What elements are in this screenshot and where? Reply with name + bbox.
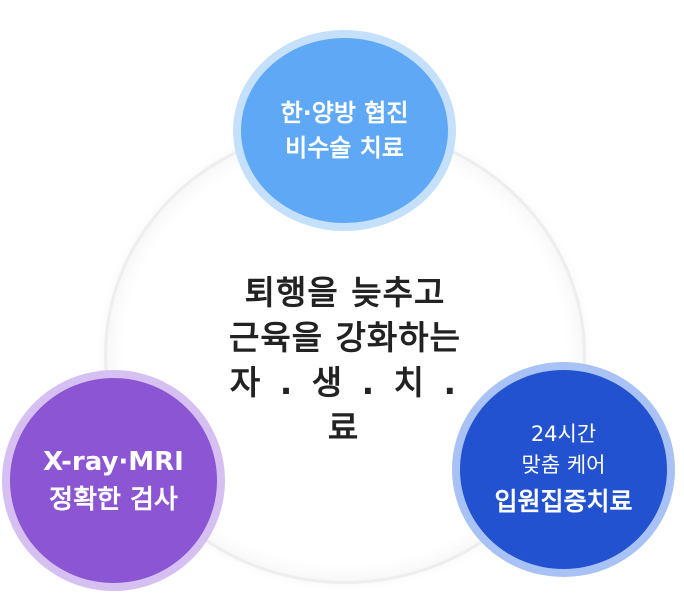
node-inpatient-care: 24시간 맞춤 케어 입원집중치료: [452, 362, 675, 577]
center-line-2: 근육을 강화하는: [228, 318, 461, 357]
center-line-3: 자 . 생 . 치 . 료: [229, 363, 461, 447]
center-caption: 퇴행을 늦추고 근육을 강화하는 자 . 생 . 치 . 료: [210, 270, 480, 450]
node-examination-line-2: 정확한 검사: [49, 484, 178, 515]
node-consultation-line-1: 한·양방 협진: [280, 98, 409, 127]
node-inpatient-line-2: 맞춤 케어: [521, 452, 606, 477]
node-inpatient-line-1: 24시간: [530, 421, 597, 446]
node-examination: X-ray·MRI 정확한 검사: [2, 370, 225, 591]
node-inpatient-line-3: 입원집중치료: [494, 486, 633, 516]
node-consultation: 한·양방 협진 비수술 치료: [233, 30, 456, 231]
node-consultation-line-2: 비수술 치료: [285, 133, 404, 162]
node-examination-line-1: X-ray·MRI: [43, 446, 184, 477]
center-line-1: 퇴행을 늦추고: [244, 273, 446, 312]
